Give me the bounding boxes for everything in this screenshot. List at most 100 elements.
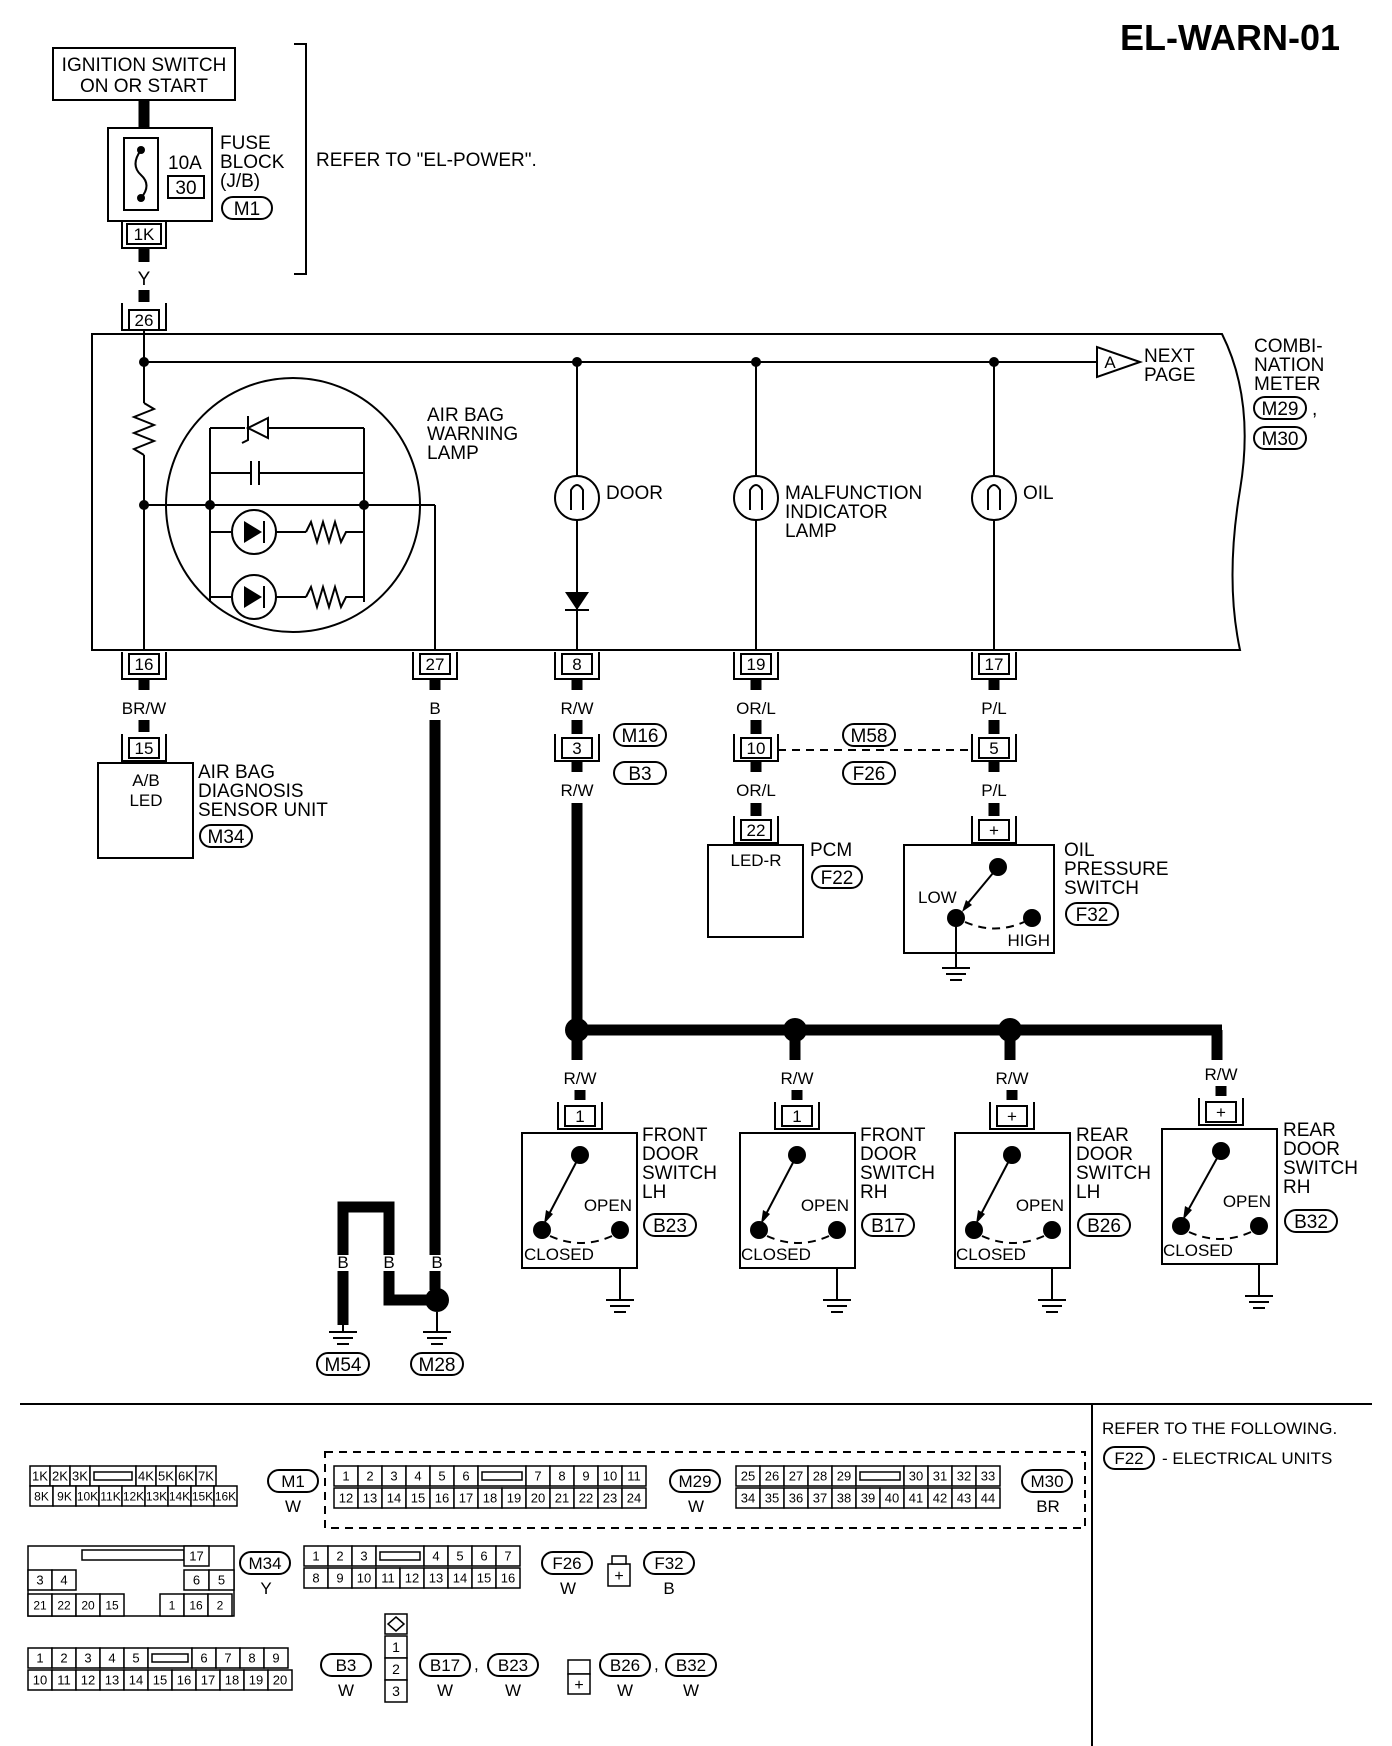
- next-page-label-2: PAGE: [1144, 365, 1195, 386]
- door-switch-front-lh: R/W 1 OPEN CLOSED FRONT DOOR SWITCH LH B…: [521, 1069, 717, 1313]
- f26-top-7: 7: [504, 1549, 511, 1564]
- door-switch-3-open: OPEN: [1016, 1196, 1064, 1215]
- mil-label-2: INDICATOR: [785, 502, 888, 523]
- m30-top-9: 33: [981, 1469, 995, 1484]
- fuse-block: 10A 30: [107, 127, 213, 222]
- m30-bottom-6: 40: [885, 1491, 899, 1506]
- f26-bottom-3: 11: [381, 1571, 395, 1586]
- door-switch-3-pin: +: [1007, 1107, 1017, 1126]
- door-switch-3-label-2: DOOR: [1076, 1144, 1133, 1165]
- m34-color: Y: [260, 1579, 271, 1598]
- meter-label-3: METER: [1254, 374, 1321, 395]
- fuse-connector: M1: [234, 199, 260, 220]
- oil-switch-pin: +: [989, 821, 999, 840]
- svg-text:B: B: [431, 1253, 442, 1272]
- m1-top-5: 5K: [158, 1469, 174, 1484]
- oil-lamp: [971, 475, 1017, 521]
- b23-color: W: [505, 1681, 521, 1700]
- door-switch-2-closed: CLOSED: [741, 1245, 811, 1264]
- b3-bottom-3: 13: [105, 1673, 119, 1688]
- wire-b-27: B: [429, 699, 440, 718]
- m30-bottom-8: 42: [933, 1491, 947, 1506]
- m30-bottom-3: 37: [813, 1491, 827, 1506]
- door-lamp-label: DOOR: [606, 483, 663, 504]
- fuse-block-label-2: BLOCK: [220, 152, 285, 173]
- b3-bottom-7: 17: [201, 1673, 215, 1688]
- m34-mid-3: 5: [218, 1573, 225, 1588]
- m34-bottom-b-0: 1: [169, 1598, 176, 1612]
- f26-top-4: 4: [432, 1549, 439, 1564]
- airbag-unit-pin: 15: [135, 739, 154, 758]
- f26-bottom-6: 14: [453, 1571, 467, 1586]
- mil-junction-wire: OR/L: [736, 781, 776, 800]
- m30-id: M30: [1030, 1472, 1063, 1491]
- m29-top-0: 1: [342, 1469, 349, 1484]
- terminal-19: 19: [747, 655, 766, 674]
- pcm-label: PCM: [810, 840, 852, 861]
- door-switch-1-connector: B23: [653, 1216, 687, 1237]
- oil-switch-connector: F32: [1076, 905, 1109, 926]
- door-switch-4-wire: R/W: [1204, 1065, 1237, 1084]
- m29-top-2: 3: [390, 1469, 397, 1484]
- m30-bottom-5: 39: [861, 1491, 875, 1506]
- fuse-block-label-1: FUSE: [220, 133, 271, 154]
- ground-m28: M28: [419, 1355, 456, 1376]
- b3-bottom-9: 19: [249, 1673, 263, 1688]
- m29-bottom-11: 23: [603, 1491, 617, 1506]
- door-switch-1-open: OPEN: [584, 1196, 632, 1215]
- m29-top-10: 10: [603, 1469, 617, 1484]
- b3-top-5-key: [151, 1653, 189, 1663]
- m30-top-8: 32: [957, 1469, 971, 1484]
- terminal-17: 17: [985, 655, 1004, 674]
- m30-bottom-10: 44: [981, 1491, 995, 1506]
- m30-bottom-7: 41: [909, 1491, 923, 1506]
- b3-color: W: [338, 1681, 354, 1700]
- door-junction-wire: R/W: [560, 781, 593, 800]
- fuse-number: 30: [175, 178, 196, 199]
- meter-label-2: NATION: [1254, 355, 1324, 376]
- f26-top-1: 2: [336, 1549, 343, 1564]
- airbag-unit-label-2: DIAGNOSIS: [198, 781, 304, 802]
- m1-top-0: 1K: [32, 1469, 48, 1484]
- fuse-terminal: 1K: [134, 225, 155, 244]
- b17-color: W: [437, 1681, 453, 1700]
- m29-top-3: 4: [414, 1469, 421, 1484]
- door-switch-4-connector: B32: [1294, 1212, 1328, 1233]
- airbag-unit-label-3: SENSOR UNIT: [198, 800, 328, 821]
- door-switch-front-rh: R/W 1 OPEN CLOSED FRONT DOOR SWITCH RH B…: [739, 1069, 935, 1313]
- b3-id: B3: [336, 1656, 357, 1675]
- refer-following-item: - ELECTRICAL UNITS: [1162, 1449, 1332, 1468]
- door-switch-1-closed: CLOSED: [524, 1245, 594, 1264]
- b3-bottom-5: 15: [153, 1673, 167, 1688]
- oil-junction-pin: 5: [989, 739, 998, 758]
- oil-switch-label-3: SWITCH: [1064, 878, 1139, 899]
- b32-id: B32: [676, 1656, 706, 1675]
- b3-top-7: 7: [224, 1651, 231, 1666]
- airbag-unit-inner-1: A/B: [132, 771, 159, 790]
- door-switch-2-connector: B17: [871, 1216, 905, 1237]
- m29-bottom-10: 22: [579, 1491, 593, 1506]
- b3-bottom-4: 14: [129, 1673, 143, 1688]
- oil-switch-low: LOW: [918, 888, 957, 907]
- b17-pin-1: 2: [392, 1661, 400, 1677]
- meter-input-terminal: 26: [135, 311, 154, 330]
- b3-bottom-6: 16: [177, 1673, 191, 1688]
- m29-bottom-12: 24: [627, 1491, 641, 1506]
- oil-switch-label-1: OIL: [1064, 840, 1095, 861]
- m30-top-2: 27: [789, 1469, 803, 1484]
- oil-switch-label-2: PRESSURE: [1064, 859, 1169, 880]
- mil-label-3: LAMP: [785, 521, 837, 542]
- page-id: EL-WARN-01: [1120, 17, 1340, 58]
- m1-bottom-6: 14K: [169, 1489, 190, 1503]
- m30-color: BR: [1036, 1497, 1060, 1516]
- m29-top-11: 11: [627, 1469, 641, 1484]
- ignition-label-2: ON OR START: [80, 76, 208, 97]
- m1-bottom-8: 16K: [215, 1489, 236, 1503]
- ground-points: B B B B B B M54 M28: [316, 1201, 464, 1376]
- ignition-switch: IGNITION SWITCH ON OR START: [52, 47, 236, 101]
- f26-top-5: 5: [456, 1549, 463, 1564]
- m29-top-1: 2: [366, 1469, 373, 1484]
- b3-top-2: 3: [84, 1651, 91, 1666]
- fuse-block-label-3: (J/B): [220, 171, 260, 192]
